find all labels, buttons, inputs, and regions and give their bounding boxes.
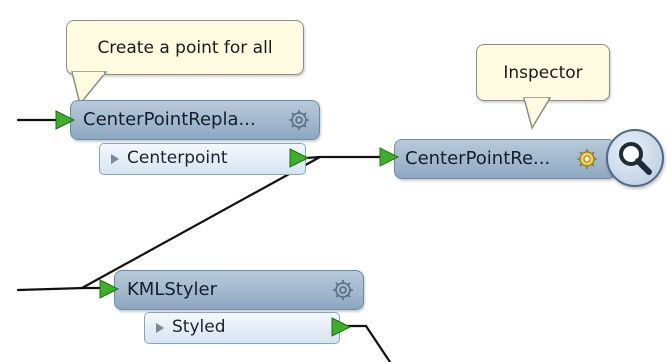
transformer-center-point-replacer-2[interactable]: CenterPointRe... [394, 139, 616, 179]
green-port-arrow-icon[interactable] [378, 147, 400, 167]
green-port-arrow-icon[interactable] [98, 279, 120, 299]
gear-icon[interactable] [575, 147, 599, 171]
transformer-label: KMLStyler [127, 279, 217, 300]
annotation-create-point-tail [71, 71, 108, 106]
gear-icon[interactable] [331, 278, 355, 302]
annotation-inspector-text: Inspector [503, 62, 583, 83]
connector-input-kml-styler [16, 286, 86, 292]
connector-styled-output [342, 324, 392, 362]
annotation-create-point-text: Create a point for all [97, 37, 273, 58]
transformer-label: CenterPointRe... [405, 148, 551, 169]
connector-centerpoint-to-kml-styler [81, 155, 322, 290]
green-port-arrow-icon[interactable] [54, 110, 76, 130]
expand-triangle-icon[interactable] [155, 322, 165, 334]
green-port-arrow-icon[interactable] [288, 148, 310, 168]
transformer-center-point-replacer[interactable]: CenterPointRepla... [70, 100, 320, 140]
green-port-arrow-icon[interactable] [330, 317, 352, 337]
transformer-label: CenterPointRepla... [83, 109, 256, 130]
output-port-label: Styled [172, 317, 226, 337]
output-port-centerpoint[interactable]: Centerpoint [99, 143, 306, 175]
inspector-button[interactable] [606, 129, 664, 187]
gear-icon[interactable] [287, 108, 311, 132]
output-port-styled[interactable]: Styled [144, 312, 340, 344]
expand-triangle-icon[interactable] [110, 153, 120, 165]
magnifier-icon [619, 142, 652, 175]
annotation-inspector-tail [523, 97, 552, 130]
transformer-kml-styler[interactable]: KMLStyler [114, 270, 364, 310]
annotation-inspector[interactable]: Inspector [476, 44, 610, 101]
output-port-label: Centerpoint [127, 148, 228, 168]
annotation-create-point[interactable]: Create a point for all [66, 20, 304, 75]
